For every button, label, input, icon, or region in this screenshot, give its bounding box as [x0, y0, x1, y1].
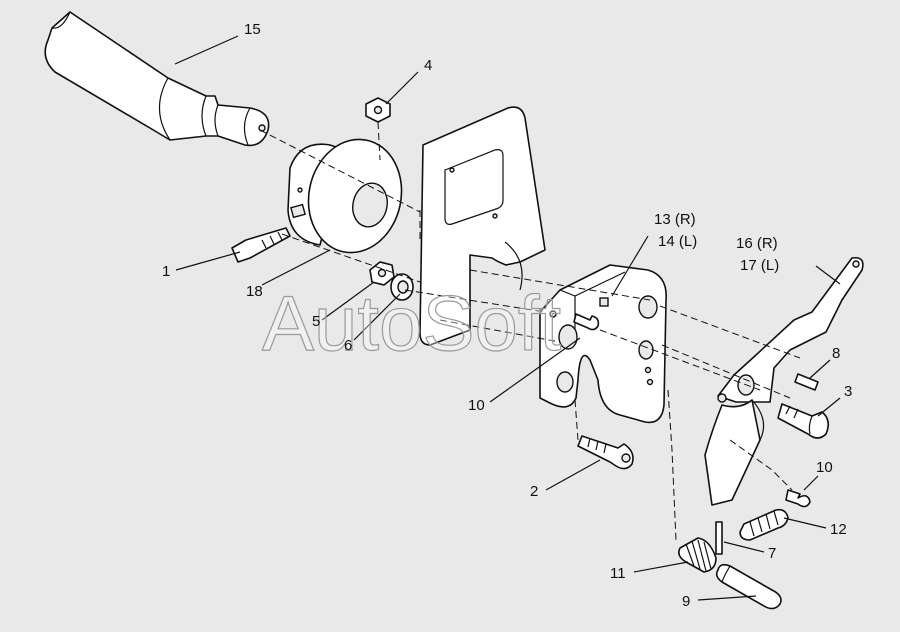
callout-5: 5: [312, 313, 320, 330]
callout-8: 8: [832, 345, 840, 362]
callout-15: 15: [244, 21, 261, 38]
bolt-part-1: [231, 227, 291, 263]
hub-part-18: [287, 138, 403, 254]
callout-7: 7: [768, 545, 776, 562]
callout-1: 1: [162, 263, 170, 280]
callout-10-lower: 10: [816, 459, 833, 476]
spring-part-12: [739, 508, 789, 541]
callout-11: 11: [610, 565, 626, 582]
mounting-plate: [419, 106, 546, 346]
callout-13: 13 (R): [654, 211, 696, 228]
callout-4: 4: [424, 57, 432, 74]
nut-part-4: [365, 97, 391, 123]
latch-pin-part-9: [715, 563, 782, 610]
spring-part-11: [678, 537, 717, 573]
watermark-text: AutoSoft: [262, 279, 562, 367]
bolt-part-3: [777, 403, 830, 439]
callout-16: 16 (R): [736, 235, 778, 252]
callout-9: 9: [682, 593, 690, 610]
lever-part-16-17: [704, 256, 864, 506]
screw-part-2: [577, 435, 634, 470]
callout-10-upper: 10: [468, 397, 485, 414]
shaft-part-15: [44, 11, 270, 147]
callout-17: 17 (L): [740, 257, 779, 274]
callout-18: 18: [246, 283, 263, 300]
pin-part-8: [794, 373, 819, 391]
callout-12: 12: [830, 521, 847, 538]
pin-part-7: [715, 521, 723, 555]
pin-part-10-upper: [573, 313, 600, 331]
assembly-lines: [259, 121, 801, 541]
callout-3: 3: [844, 383, 852, 400]
callout-6: 6: [344, 337, 352, 354]
pin-part-10-lower: [785, 489, 811, 508]
washer-part-6: [390, 273, 414, 301]
leader-lines: [174, 35, 841, 601]
callout-14: 14 (L): [658, 233, 697, 250]
callout-labels: 15 4 1 18 5 6 13 (R) 14 (L) 16 (R) 17 (L…: [162, 21, 852, 610]
callout-2: 2: [530, 483, 538, 500]
